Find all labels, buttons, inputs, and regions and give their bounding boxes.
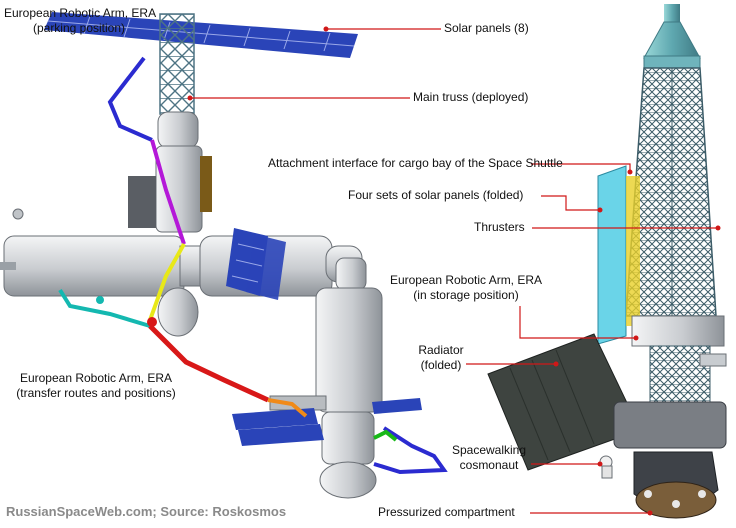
node-solar-arrays — [226, 228, 286, 300]
station-vertical-modules — [128, 111, 212, 233]
leader-lines — [190, 28, 718, 514]
station-lower-modules — [269, 257, 383, 499]
label-pressurized-compartment: Pressurized compartment — [378, 505, 515, 519]
label-spacewalking-line1: Spacewalking — [451, 443, 527, 457]
folded-solar-panels — [597, 165, 640, 345]
label-era-parking: European Robotic Arm, ERA (parking posit… — [4, 6, 157, 36]
label-radiator-line1: Radiator — [418, 343, 464, 357]
label-spacewalking-cosmonaut: Spacewalking cosmonaut — [448, 443, 530, 473]
source-credit: RussianSpaceWeb.com; Source: Roskosmos — [6, 504, 287, 519]
label-era-storage: European Robotic Arm, ERA (in storage po… — [380, 273, 552, 303]
label-thrusters: Thrusters — [474, 220, 525, 234]
leader-attachment — [531, 163, 631, 172]
label-era-storage-line2: (in storage position) — [413, 288, 519, 302]
label-era-transfer-line1: European Robotic Arm, ERA — [19, 371, 173, 385]
label-era-transfer-line2: (transfer routes and positions) — [16, 386, 176, 400]
lower-solar-wing — [232, 398, 422, 446]
label-radiator: Radiator (folded) — [416, 343, 466, 373]
station-assembly — [0, 12, 448, 499]
nose-cone — [643, 4, 701, 69]
docked-capsule — [157, 287, 199, 337]
leader-era-storage — [519, 306, 636, 339]
label-four-sets-solar: Four sets of solar panels (folded) — [348, 188, 524, 202]
label-attachment-interface: Attachment interface for cargo bay of th… — [268, 156, 563, 170]
label-era-storage-line1: European Robotic Arm, ERA — [389, 273, 543, 287]
label-radiator-line2: (folded) — [420, 358, 462, 372]
label-era-parking-line1: European Robotic Arm, ERA — [4, 6, 157, 20]
cosmonaut-figure — [599, 455, 613, 479]
label-main-truss: Main truss (deployed) — [413, 90, 529, 104]
leader-endpoints — [187, 26, 721, 516]
leader-four-sets — [541, 195, 600, 211]
era-arm-routes — [58, 56, 448, 475]
label-spacewalking-line2: cosmonaut — [459, 458, 519, 472]
launch-configuration — [487, 4, 727, 519]
lower-service-structure — [613, 315, 727, 449]
label-era-parking-line2: (parking position) — [32, 21, 126, 35]
label-era-transfer: European Robotic Arm, ERA (transfer rout… — [2, 371, 190, 401]
label-solar-panels: Solar panels (8) — [444, 21, 529, 35]
pressurized-compartment — [633, 451, 719, 519]
